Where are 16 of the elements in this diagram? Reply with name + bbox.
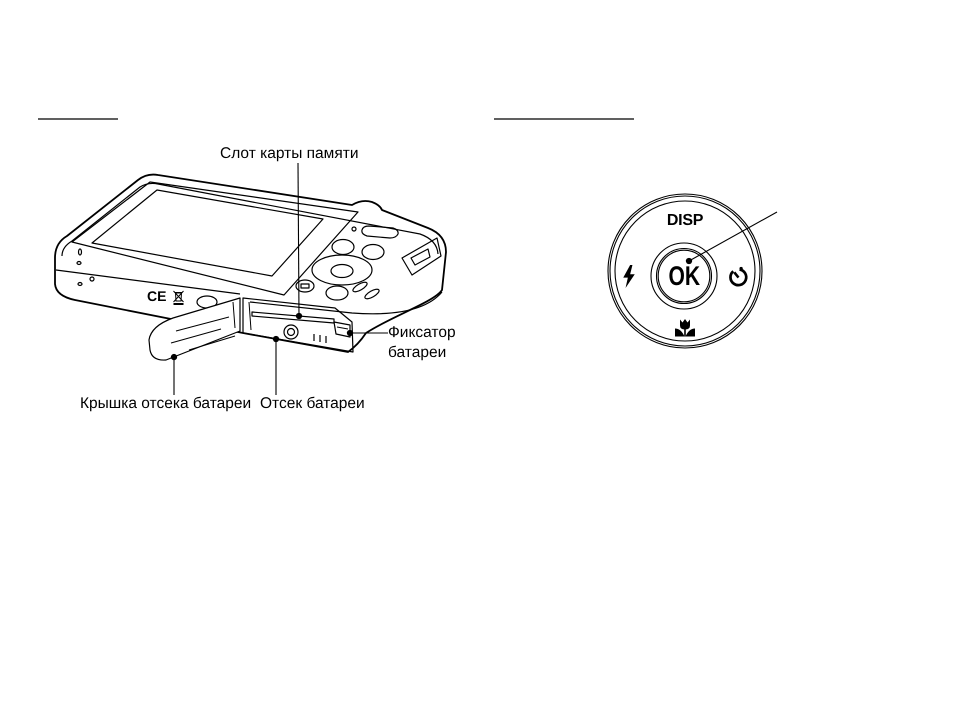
part-label: Фиксатор батареи bbox=[388, 323, 462, 363]
part-label: Крышка отсека батареи bbox=[80, 395, 252, 413]
leader-line bbox=[686, 212, 778, 264]
ce-mark: CE bbox=[147, 290, 166, 303]
leader-line bbox=[272, 336, 280, 395]
part-label: Слот карты памяти bbox=[220, 145, 358, 163]
battery-compartment bbox=[242, 297, 354, 353]
dial-label: DISP bbox=[666, 213, 704, 229]
memory-card-slot bbox=[251, 311, 335, 324]
leader-line bbox=[296, 163, 302, 320]
ok-button: OK bbox=[650, 242, 718, 310]
part-label: Отсек батареи bbox=[260, 395, 365, 413]
control-dial bbox=[607, 193, 763, 349]
leader-line bbox=[346, 330, 388, 336]
leader-line bbox=[170, 354, 178, 395]
battery-lock bbox=[333, 321, 351, 338]
